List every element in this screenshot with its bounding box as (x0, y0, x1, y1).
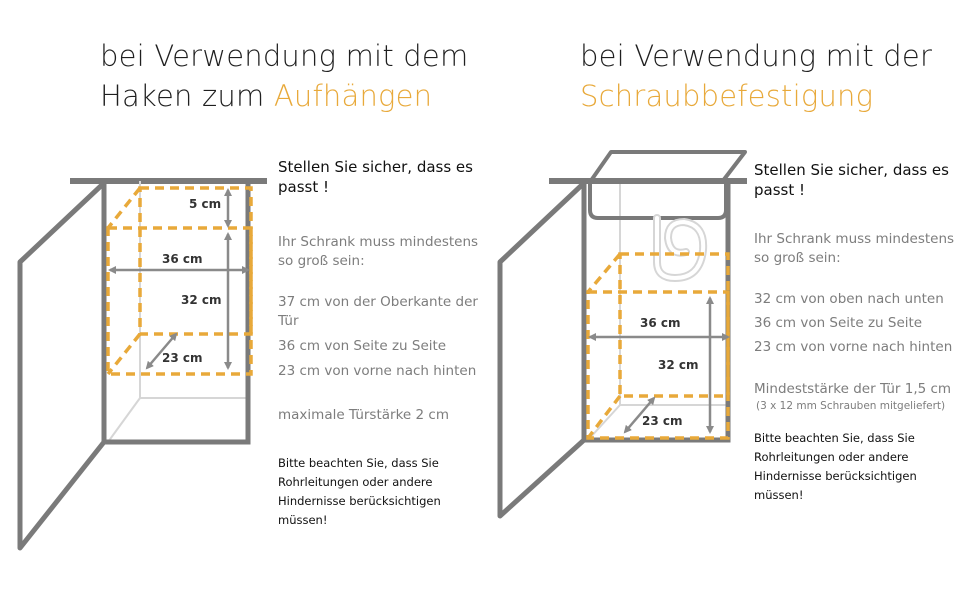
cabinet-back-left (139, 181, 248, 399)
title-hook-line2-plain: Haken zum (100, 79, 274, 113)
requirement-height-right: 32 cm von oben nach unten (754, 291, 944, 307)
door-thickness-right: Mindeststärke der Tür 1,5 cm (754, 381, 952, 397)
intro-right: Ihr Schrank muss mindestens so groß sein… (754, 231, 955, 266)
requirement-depth-right: 23 cm von vorne nach hinten (754, 339, 953, 355)
dim-arrow-depth-right (623, 396, 656, 434)
requirement-width-right: 36 cm von Seite zu Seite (754, 315, 923, 331)
requirements-panel-screw: Stellen Sie sicher, dass es passt ! Ihr … (754, 160, 964, 505)
cabinet-screw-drawing: 36 cm 32 cm 23 cm (497, 150, 747, 519)
dim-label-depth-left: 23 cm (162, 351, 203, 365)
dim-label-height-right: 32 cm (658, 358, 699, 372)
cabinet-floor-diag-left (107, 397, 141, 443)
requirements-panel-hook: Stellen Sie sicher, dass es passt ! Ihr … (278, 157, 488, 530)
title-hook-line1: bei Verwendung mit dem (100, 39, 469, 73)
fit-heading-left: Stellen Sie sicher, dass es passt ! (278, 158, 473, 196)
title-hook-mounting: bei Verwendung mit dem Haken zum Aufhäng… (100, 36, 468, 116)
screws-included-right: (3 x 12 mm Schrauben mitgeliefert) (756, 400, 946, 412)
dim-arrow-depth-left (145, 332, 178, 370)
title-screw-line1: bei Verwendung mit der (580, 39, 933, 73)
title-screw-accent: Schraubbefestigung (580, 79, 874, 113)
title-screw-mounting: bei Verwendung mit der Schraubbefestigun… (580, 36, 932, 116)
obstacle-note-left: Bitte beachten Sie, dass Sie Rohrleitung… (278, 456, 441, 527)
obstacle-note-right: Bitte beachten Sie, dass Sie Rohrleitung… (754, 431, 917, 502)
cabinet-side-left (104, 181, 251, 445)
dim-label-width-left: 36 cm (162, 252, 203, 266)
cabinet-door-right (497, 180, 587, 519)
requirement-width-left: 36 cm von Seite zu Seite (278, 338, 447, 354)
cabinet-floor-diag-right (587, 404, 621, 441)
title-hook-line2: Haken zum Aufhängen (100, 76, 468, 116)
dashed-volume-left (106, 186, 253, 376)
dim-label-height-left: 32 cm (181, 293, 222, 307)
sink-top (588, 150, 747, 184)
dim-label-top-left: 5 cm (189, 197, 221, 211)
fit-heading-right: Stellen Sie sicher, dass es passt ! (754, 161, 949, 199)
requirement-height-left: 37 cm von der Oberkante der Tür (278, 294, 478, 329)
door-thickness-left: maximale Türstärke 2 cm (278, 407, 449, 423)
drain-pipe-fill (655, 216, 706, 281)
title-hook-accent: Aufhängen (273, 79, 433, 113)
sink-basin (588, 182, 728, 220)
dim-label-depth-right: 23 cm (642, 414, 683, 428)
cabinet-hook-drawing: 5 cm 36 cm 32 cm 23 cm (17, 178, 267, 551)
requirement-depth-left: 23 cm von vorne nach hinten (278, 363, 477, 379)
intro-left: Ihr Schrank muss mindestens so groß sein… (278, 234, 479, 269)
dim-label-width-right: 36 cm (640, 316, 681, 330)
dashed-volume-right (586, 252, 730, 440)
cabinet-door-left (17, 180, 107, 551)
